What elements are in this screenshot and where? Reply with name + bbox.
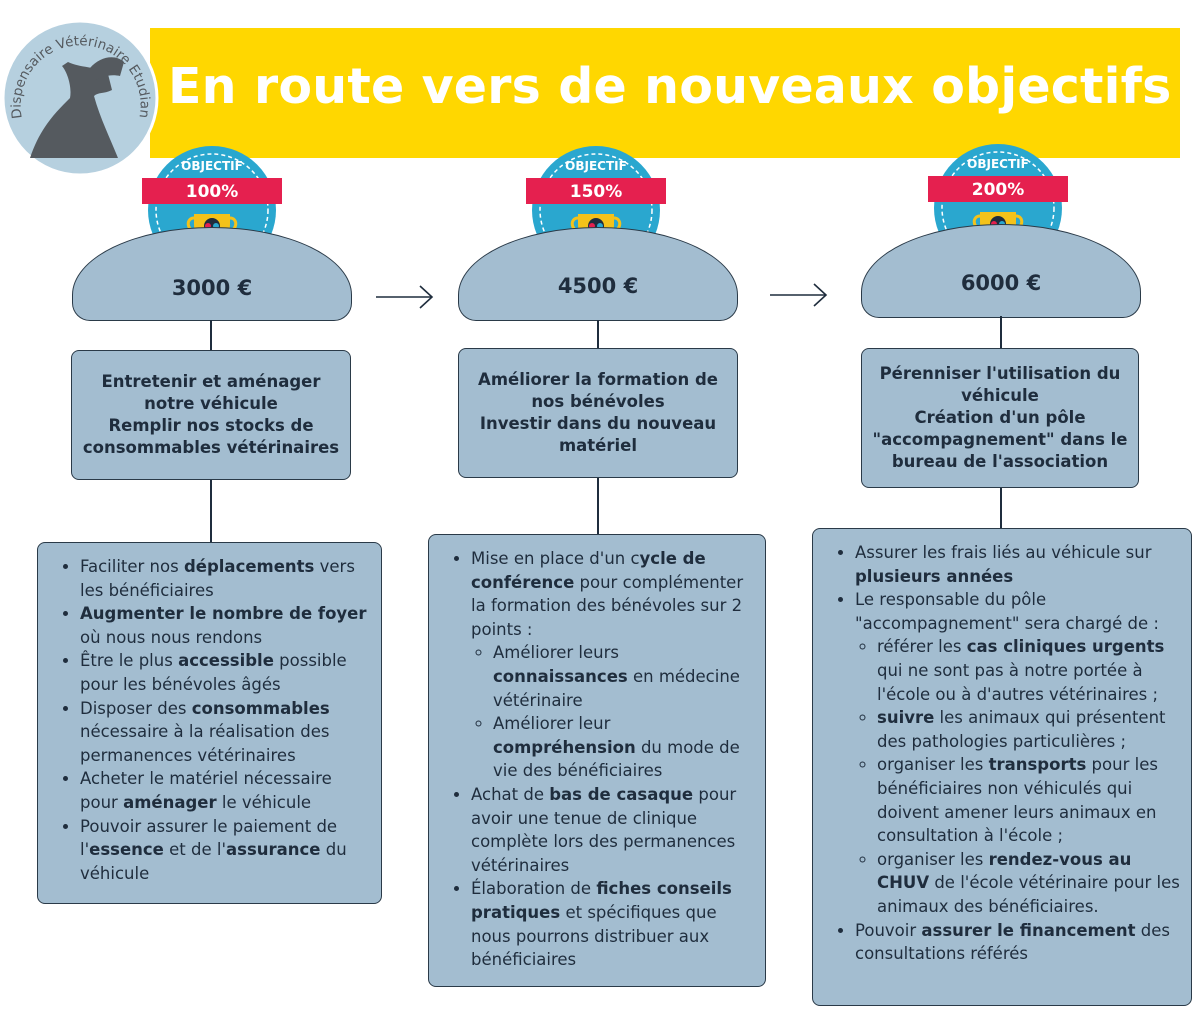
amount-label: 6000 € (960, 271, 1042, 295)
goals-text: Pérenniser l'utilisation du véhicule Cré… (872, 364, 1128, 471)
arrow-right-icon (376, 285, 434, 309)
list-item: Pouvoir assurer le financement des consu… (855, 919, 1181, 966)
details-list: Assurer les frais liés au véhicule sur p… (825, 541, 1181, 966)
list-item: Mise en place d'un cycle de conférence p… (471, 547, 755, 783)
sub-list-item: référer les cas cliniques urgents qui ne… (877, 635, 1181, 706)
list-item: Pouvoir assurer le paiement de l'essence… (80, 815, 371, 886)
list-item: Achat de bas de casaque pour avoir une t… (471, 783, 755, 877)
connector-line (1000, 488, 1002, 528)
page-title: En route vers de nouveaux objectifs (168, 58, 1172, 115)
amount-cap-1: 3000 € (72, 227, 352, 321)
title-banner (150, 28, 1180, 158)
goals-text: Entretenir et aménager notre véhicule Re… (82, 372, 340, 457)
sub-list-item: organiser les transports pour les bénéfi… (877, 753, 1181, 847)
amount-label: 3000 € (171, 276, 253, 300)
sub-list-item: Améliorer leurs connaissances en médecin… (493, 641, 755, 712)
list-item: Disposer des consommables nécessaire à l… (80, 697, 371, 768)
goals-box-1: Entretenir et aménager notre véhicule Re… (71, 350, 351, 480)
sub-list-item: organiser les rendez-vous au CHUV de l'é… (877, 848, 1181, 919)
amount-cap-3: 6000 € (861, 224, 1141, 318)
amount-cap-2: 4500 € (458, 227, 738, 321)
goals-box-2: Améliorer la formation de nos bénévoles … (458, 348, 738, 478)
connector-line (597, 320, 599, 348)
details-box-2: Mise en place d'un cycle de conférence p… (428, 534, 766, 987)
details-box-3: Assurer les frais liés au véhicule sur p… (812, 528, 1192, 1006)
list-item: Acheter le matériel nécessaire pour amén… (80, 767, 371, 814)
connector-line (1000, 316, 1002, 348)
goals-box-3: Pérenniser l'utilisation du véhicule Cré… (861, 348, 1139, 488)
svg-text:OBJECTIF: OBJECTIF (565, 159, 627, 173)
arrow-right-icon (770, 283, 828, 307)
svg-text:OBJECTIF: OBJECTIF (181, 159, 243, 173)
connector-line (597, 478, 599, 534)
svg-text:200%: 200% (972, 180, 1025, 200)
svg-text:100%: 100% (186, 182, 239, 202)
list-item: Assurer les frais liés au véhicule sur p… (855, 541, 1181, 588)
connector-line (210, 320, 212, 350)
list-item: Augmenter le nombre de foyer où nous nou… (80, 602, 371, 649)
details-list: Mise en place d'un cycle de conférence p… (441, 547, 755, 972)
sub-list-item: suivre les animaux qui présentent des pa… (877, 706, 1181, 753)
list-item: Être le plus accessible possible pour le… (80, 649, 371, 696)
list-item: Élaboration de fiches conseils pratiques… (471, 877, 755, 971)
goals-text: Améliorer la formation de nos bénévoles … (478, 370, 718, 455)
amount-label: 4500 € (557, 274, 639, 298)
svg-text:150%: 150% (570, 182, 623, 202)
list-item: Faciliter nos déplacements vers les béné… (80, 555, 371, 602)
connector-line (210, 480, 212, 542)
sub-list-item: Améliorer leur compréhension du mode de … (493, 712, 755, 783)
svg-text:OBJECTIF: OBJECTIF (967, 157, 1029, 171)
details-list: Faciliter nos déplacements vers les béné… (50, 555, 371, 885)
details-box-1: Faciliter nos déplacements vers les béné… (37, 542, 382, 904)
list-item: Le responsable du pôle "accompagnement" … (855, 588, 1181, 918)
dispensaire-logo: Dispensaire Vétérinaire Etudiant (0, 18, 159, 177)
